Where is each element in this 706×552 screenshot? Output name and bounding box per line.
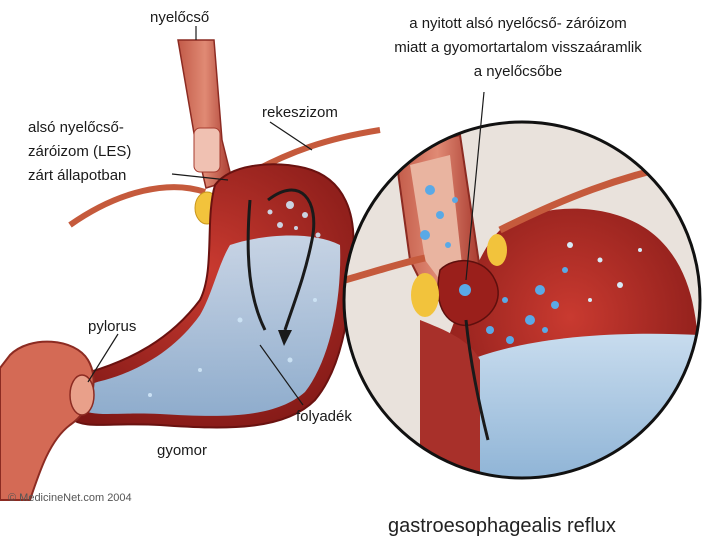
label-les-line2: záróizom (LES) — [28, 142, 131, 161]
diagram-title: gastroesophagealis reflux — [388, 515, 616, 538]
label-stomach: gyomor — [157, 441, 207, 460]
mag-fat — [411, 273, 439, 317]
label-fluid: folyadék — [296, 407, 352, 426]
copyright-text: © MedicineNet.com 2004 — [8, 492, 132, 504]
label-reflux-line1: a nyitott alsó nyelőcső- záróizom — [350, 14, 686, 33]
diaphragm-left — [70, 187, 205, 225]
pylorus-ring — [70, 375, 94, 415]
esophagus-lumen — [194, 128, 220, 172]
label-esophagus: nyelőcső — [150, 8, 209, 27]
label-les-line1: alsó nyelőcső- — [28, 118, 124, 137]
label-reflux-line2: miatt a gyomortartalom visszaáramlik — [350, 38, 686, 57]
label-diaphragm: rekeszizom — [262, 103, 338, 122]
label-pylorus: pylorus — [88, 317, 136, 336]
label-reflux-line3: a nyelőcsőbe — [350, 62, 686, 81]
label-les-line3: zárt állapotban — [28, 166, 126, 185]
mag-fat — [487, 234, 507, 266]
